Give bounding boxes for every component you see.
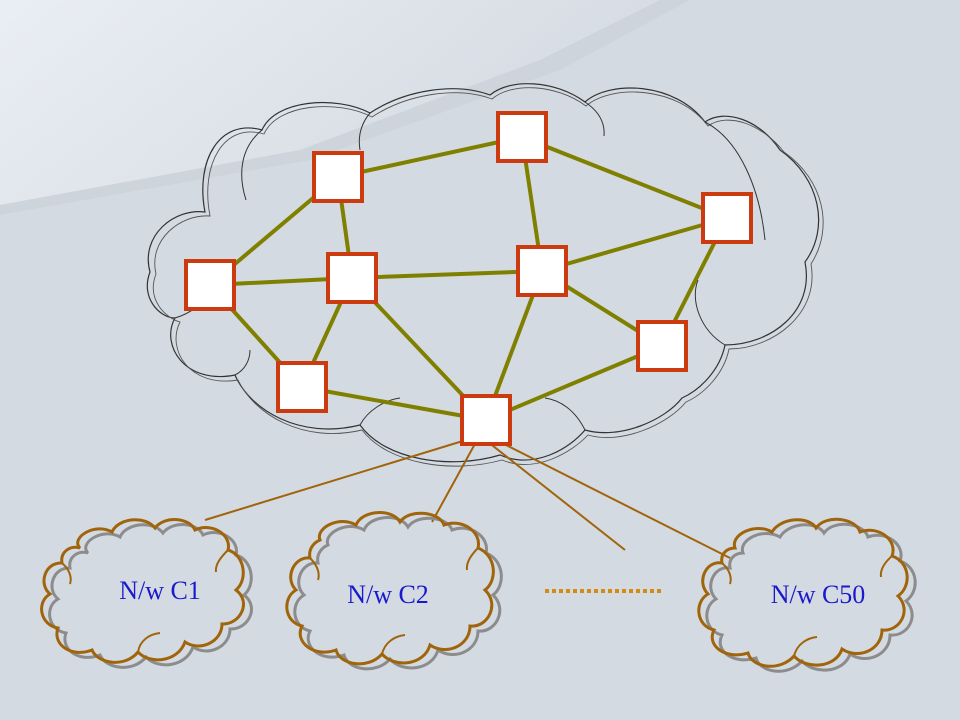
router-node <box>636 320 688 372</box>
backbone-link <box>484 344 664 422</box>
backbone-link <box>350 269 544 280</box>
access-link-c2 <box>431 441 477 523</box>
router-node <box>460 394 512 446</box>
subnet-cloud-c1-accent <box>214 549 229 573</box>
subnet-cloud-c50-shadow <box>705 522 917 673</box>
subnet-cloud-c50-accent <box>721 562 732 585</box>
backbone-cloud-accent <box>544 397 586 431</box>
access-link-extra <box>487 441 626 551</box>
backbone-cloud-accent <box>358 112 371 151</box>
router-node <box>184 259 236 311</box>
backbone-cloud-accent <box>234 349 251 376</box>
subnet-cloud-c1-outline <box>40 518 245 664</box>
router-node <box>496 111 548 163</box>
access-links <box>204 439 731 559</box>
subnet-label-c2: N/w C2 <box>347 580 429 609</box>
backbone-cloud-outline-outer <box>146 83 820 463</box>
backbone-cloud-accent <box>241 129 263 201</box>
background-highlight-edge <box>0 0 690 215</box>
router-node <box>312 151 364 203</box>
subnet-cloud-c1-accent <box>61 562 72 585</box>
router-node <box>516 245 568 297</box>
router-node <box>701 192 753 244</box>
backbone-cloud-outline-inner <box>152 87 824 467</box>
subnet-cloud-c50-accent <box>793 636 818 657</box>
subnet-cloud-c2-accent <box>465 547 479 571</box>
router-node <box>326 252 378 304</box>
subnet-cloud-c2: N/w C2 <box>285 511 503 671</box>
subnet-label-c1: N/w C1 <box>119 576 201 605</box>
backbone-link <box>540 216 729 273</box>
backbone-link <box>300 385 488 422</box>
subnet-cloud-c50-accent <box>879 555 893 578</box>
subnet-cloud-c2-accent <box>381 634 406 655</box>
subnet-cloud-c50-outline <box>697 517 909 668</box>
router-node <box>276 361 328 413</box>
subnet-cloud-c2-accent <box>309 557 320 581</box>
routers <box>184 111 753 446</box>
subnet-label-c50: N/w C50 <box>771 580 866 609</box>
backbone-cloud-accent <box>359 397 401 426</box>
backbone-cloud-accent <box>694 279 726 346</box>
backbone-cloud-accent <box>704 121 766 241</box>
access-link-c1 <box>204 439 467 521</box>
backbone-link <box>336 135 524 179</box>
backbone-cloud-accent <box>584 101 605 137</box>
subnet-cloud-c1: N/w C1 <box>40 518 253 669</box>
subnet-cloud-c2-shadow <box>293 516 503 671</box>
subnet-cloud-c2-outline <box>285 511 495 666</box>
subnet-cloud-c1-accent <box>137 632 161 653</box>
subnet-cloud-c1-shadow <box>48 523 253 669</box>
backbone-link <box>520 135 729 220</box>
access-link-c50 <box>495 439 731 559</box>
subnet-cloud-c50: N/w C50 <box>697 517 917 673</box>
